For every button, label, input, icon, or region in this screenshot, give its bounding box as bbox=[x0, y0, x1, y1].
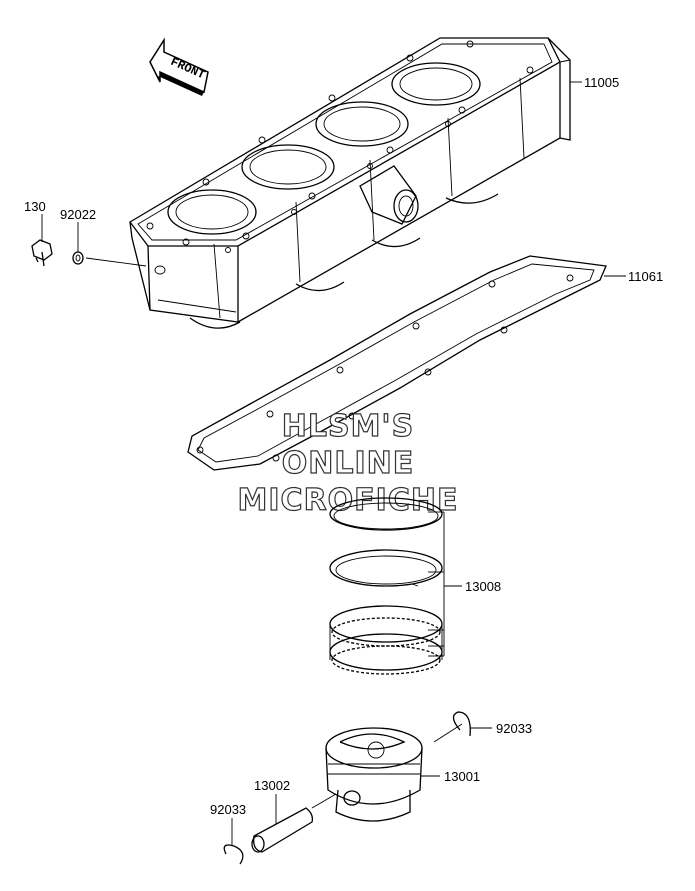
circlip-top bbox=[452, 711, 471, 737]
bolt-130 bbox=[31, 239, 53, 267]
part-labels: 11005 130 92022 11061 13008 92033 13001 … bbox=[24, 75, 663, 817]
label-circlip-bottom: 92033 bbox=[210, 802, 246, 817]
deck-bolt-holes bbox=[146, 40, 534, 253]
leader-lines bbox=[41, 81, 626, 846]
piston-pin bbox=[251, 807, 314, 853]
label-cylinder-gasket: 11061 bbox=[628, 269, 663, 284]
cylinder-block bbox=[129, 37, 571, 329]
circlip-bottom bbox=[223, 844, 244, 865]
front-arrow-icon: FRONT bbox=[149, 37, 209, 96]
piston bbox=[325, 727, 423, 822]
label-washer: 92022 bbox=[60, 207, 96, 222]
label-bolt: 130 bbox=[24, 199, 46, 214]
label-cylinder: 11005 bbox=[584, 75, 619, 90]
water-outlet bbox=[359, 165, 419, 225]
watermark: HLSM'S ONLINE MICROFICHE bbox=[237, 408, 459, 518]
watermark-line-1: HLSM'S bbox=[282, 409, 414, 444]
piston-rings bbox=[329, 497, 443, 675]
label-circlip-top: 92033 bbox=[496, 721, 532, 736]
cylinder-gasket bbox=[187, 255, 607, 471]
label-piston-ring-set: 13008 bbox=[465, 579, 501, 594]
label-piston: 13001 bbox=[444, 769, 480, 784]
watermark-line-2: ONLINE bbox=[282, 446, 415, 481]
washer-92022 bbox=[72, 251, 84, 265]
label-piston-pin: 13002 bbox=[254, 778, 290, 793]
watermark-line-3: MICROFICHE bbox=[238, 483, 459, 518]
